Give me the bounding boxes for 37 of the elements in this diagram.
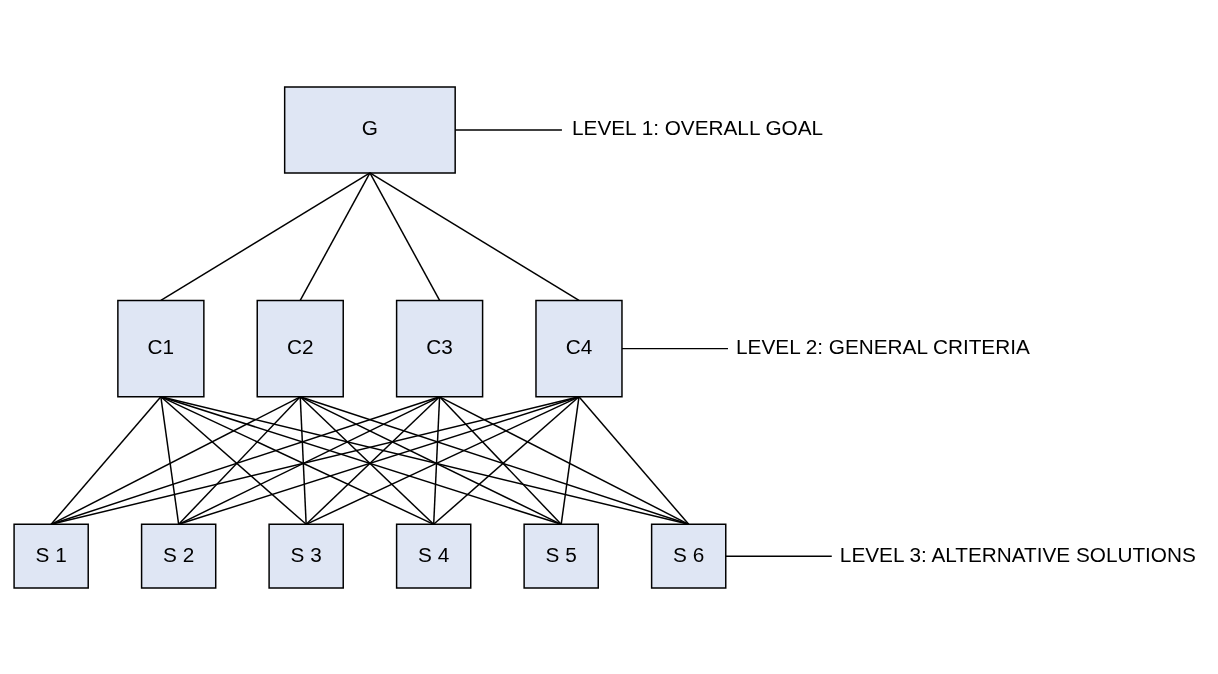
node-box: S 3 <box>268 523 344 589</box>
node-box: G <box>283 85 456 174</box>
connector <box>432 395 580 525</box>
node-box: C2 <box>256 299 344 398</box>
connector <box>160 395 690 525</box>
connector <box>725 554 833 557</box>
connector <box>454 128 563 131</box>
node-box: S 2 <box>140 523 217 589</box>
connector <box>160 395 180 525</box>
connector <box>432 395 441 525</box>
connector <box>578 395 690 525</box>
connector <box>299 395 690 525</box>
connector <box>369 171 441 301</box>
connector <box>160 171 371 301</box>
connector <box>621 347 729 349</box>
node-box: S 6 <box>650 523 727 589</box>
node-box: C4 <box>535 299 623 398</box>
connector <box>50 395 162 525</box>
node-box: C1 <box>117 299 205 398</box>
node-box: S 1 <box>13 523 89 589</box>
node-text: LEVEL 3: ALTERNATIVE SOLUTIONS <box>839 542 1196 566</box>
connector <box>560 395 580 525</box>
node-text: LEVEL 2: GENERAL CRITERIA <box>736 334 1030 358</box>
node-box: S 4 <box>395 523 472 589</box>
connector <box>299 171 371 301</box>
node-box: C3 <box>395 299 484 398</box>
connector <box>299 395 307 525</box>
connector <box>369 171 580 301</box>
connector <box>50 395 441 525</box>
connector <box>438 395 562 525</box>
connector <box>160 395 307 525</box>
node-text: LEVEL 1: OVERALL GOAL <box>572 115 824 139</box>
connector <box>50 395 580 525</box>
connector <box>50 395 301 525</box>
connector <box>177 395 301 525</box>
node-box: S 5 <box>523 523 599 589</box>
connector <box>438 395 690 525</box>
